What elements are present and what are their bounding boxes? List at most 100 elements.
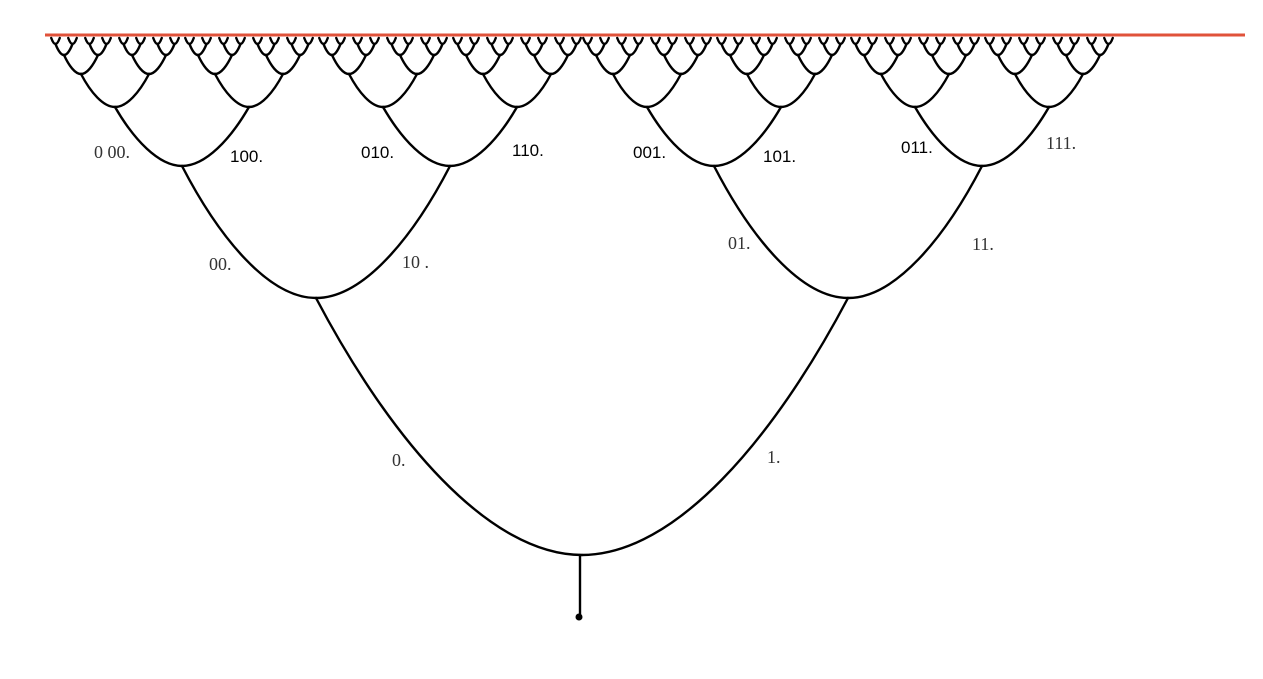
branch-011101 xyxy=(822,42,834,57)
branch-1001010 xyxy=(390,36,397,46)
branch-01011 xyxy=(930,53,951,76)
labels-group: 0. 1. 00. 10 . 01. 11. 0 00. 100. 010. 1… xyxy=(94,133,1076,470)
branch-1100101 xyxy=(737,36,744,46)
branch-010101 xyxy=(754,42,766,57)
branch-010000 xyxy=(88,42,100,57)
branch-00 xyxy=(180,164,318,300)
branch-01111 xyxy=(1064,53,1085,76)
branch-1011111 xyxy=(1090,36,1097,46)
branch-011000 xyxy=(156,42,168,57)
branch-1101110 xyxy=(541,36,548,46)
branch-1001110 xyxy=(524,36,531,46)
label-101: 101. xyxy=(763,147,796,166)
branch-1111001 xyxy=(705,36,712,46)
branch-1110000 xyxy=(105,36,112,46)
branch-10011 xyxy=(879,53,900,76)
branch-101111 xyxy=(1064,42,1076,57)
branch-101010 xyxy=(398,42,410,57)
branch-1110100 xyxy=(239,36,246,46)
branch-1000 xyxy=(113,72,151,109)
branch-1001 xyxy=(645,72,683,109)
branch-1100001 xyxy=(603,36,610,46)
branch-1011110 xyxy=(558,36,565,46)
branch-101110 xyxy=(532,42,544,57)
branch-1010111 xyxy=(1022,36,1029,46)
branch-110011 xyxy=(896,42,908,57)
branch-01101 xyxy=(796,53,817,76)
branch-0101 xyxy=(745,72,783,109)
branch-001011 xyxy=(922,42,934,57)
branch-1110101 xyxy=(771,36,778,46)
branch-010001 xyxy=(620,42,632,57)
branch-110111 xyxy=(1030,42,1042,57)
branch-1011010 xyxy=(424,36,431,46)
branch-1111011 xyxy=(973,36,980,46)
branch-001010 xyxy=(390,42,402,57)
branch-10010 xyxy=(347,53,368,76)
branch-0011 xyxy=(879,72,917,109)
branch-1000110 xyxy=(456,36,463,46)
branch-001 xyxy=(645,105,716,168)
branch-1010101 xyxy=(754,36,761,46)
branch-100001 xyxy=(594,42,606,57)
branch-11001 xyxy=(679,53,700,76)
branch-101000 xyxy=(130,42,142,57)
branch-1101100 xyxy=(273,36,280,46)
branch-1111100 xyxy=(307,36,314,46)
branch-1100011 xyxy=(871,36,878,46)
branch-011110 xyxy=(558,42,570,57)
label-11: 11. xyxy=(972,234,994,254)
branch-01100 xyxy=(264,53,285,76)
branch-010110 xyxy=(490,42,502,57)
branch-1000100 xyxy=(188,36,195,46)
branch-110100 xyxy=(230,42,242,57)
branch-11100 xyxy=(281,53,302,76)
branch-1010 xyxy=(381,72,419,109)
branch-1001001 xyxy=(654,36,661,46)
branch-1011100 xyxy=(290,36,297,46)
branch-010010 xyxy=(356,42,368,57)
branch-00111 xyxy=(996,53,1017,76)
branch-101001 xyxy=(662,42,674,57)
label-111: 111. xyxy=(1046,133,1076,153)
branch-111111 xyxy=(1098,42,1110,57)
label-011: 011. xyxy=(901,138,933,157)
branch-1110110 xyxy=(507,36,514,46)
branch-10001 xyxy=(611,53,632,76)
branch-1110011 xyxy=(905,36,912,46)
branch-10100 xyxy=(213,53,234,76)
branch-00101 xyxy=(728,53,749,76)
branch-1100010 xyxy=(339,36,346,46)
branch-1101000 xyxy=(139,36,146,46)
branch-000100 xyxy=(188,42,200,57)
branch-1010000 xyxy=(88,36,95,46)
branch-101101 xyxy=(796,42,808,57)
branch-100011 xyxy=(862,42,874,57)
label-000: 0 00. xyxy=(94,142,130,162)
branch-01001 xyxy=(662,53,683,76)
branch-111011 xyxy=(964,42,976,57)
branch-001110 xyxy=(524,42,536,57)
branch-0010 xyxy=(347,72,385,109)
branch-1000001 xyxy=(586,36,593,46)
branch-1100111 xyxy=(1005,36,1012,46)
branch-1000000 xyxy=(54,36,61,46)
branch-11 xyxy=(846,164,984,300)
branch-010 xyxy=(381,105,452,168)
label-100: 100. xyxy=(230,147,263,166)
branch-0000 xyxy=(79,72,117,109)
branch-101100 xyxy=(264,42,276,57)
branch-001111 xyxy=(1056,42,1068,57)
branch-110110 xyxy=(498,42,510,57)
branch-00011 xyxy=(862,53,883,76)
branch-100010 xyxy=(330,42,342,57)
branch-001101 xyxy=(788,42,800,57)
branch-111110 xyxy=(566,42,578,57)
branch-1001111 xyxy=(1056,36,1063,46)
branch-01010 xyxy=(398,53,419,76)
branch-1011 xyxy=(913,72,951,109)
branch-000001 xyxy=(586,42,598,57)
branch-00010 xyxy=(330,53,351,76)
branch-10101 xyxy=(745,53,766,76)
